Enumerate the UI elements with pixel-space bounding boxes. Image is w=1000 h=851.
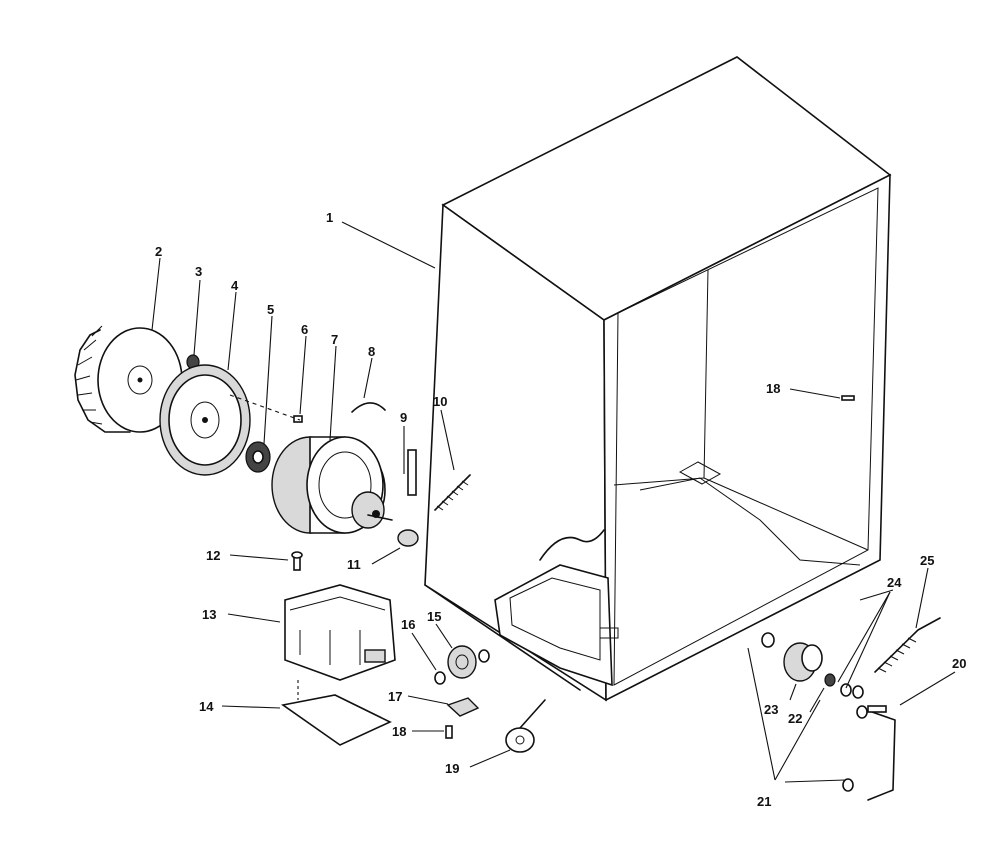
washer (434, 671, 446, 685)
callout-11: 11 (347, 557, 361, 572)
callout-8: 8 (368, 344, 375, 359)
cabinet (424, 56, 892, 702)
tension-spring (874, 617, 941, 673)
bushing (397, 529, 419, 547)
pulley (447, 645, 490, 679)
bracket-clip (446, 697, 480, 717)
leader-lines (151, 221, 956, 783)
callout-19: 19 (445, 761, 459, 776)
screw (291, 551, 303, 571)
callout-25: 25 (920, 553, 934, 568)
motor (271, 436, 393, 534)
callout-22: 22 (788, 711, 802, 726)
callout-5: 5 (267, 302, 274, 317)
callout-labels: 1 2 3 4 5 6 7 8 9 10 11 12 13 14 15 16 1… (155, 210, 966, 809)
callout-23: 23 (764, 702, 778, 717)
callout-6: 6 (301, 322, 308, 337)
callout-10: 10 (433, 394, 447, 409)
retaining-clip (351, 402, 386, 413)
pad (280, 694, 392, 746)
screw-upper (841, 395, 855, 401)
callout-14: 14 (199, 699, 214, 714)
callout-13: 13 (202, 607, 216, 622)
idler-assembly (761, 632, 896, 801)
screw-lower (445, 725, 453, 739)
callout-2: 2 (155, 244, 162, 259)
callout-1: 1 (326, 210, 333, 225)
motor-mount-bracket (284, 584, 396, 681)
idler-arm (505, 699, 546, 753)
callout-17: 17 (388, 689, 402, 704)
callout-15: 15 (427, 609, 441, 624)
callout-16: 16 (401, 617, 415, 632)
callout-4: 4 (231, 278, 239, 293)
callout-24: 24 (887, 575, 902, 590)
blower-housing-plate (159, 364, 251, 476)
shaft (407, 449, 417, 496)
callout-18-lower: 18 (392, 724, 406, 739)
callout-20: 20 (952, 656, 966, 671)
coupling (245, 441, 271, 473)
callout-7: 7 (331, 332, 338, 347)
callout-12: 12 (206, 548, 220, 563)
idler-spring (434, 474, 471, 511)
callout-21: 21 (757, 794, 771, 809)
callout-9: 9 (400, 410, 407, 425)
callout-18-upper: 18 (766, 381, 780, 396)
callout-3: 3 (195, 264, 202, 279)
